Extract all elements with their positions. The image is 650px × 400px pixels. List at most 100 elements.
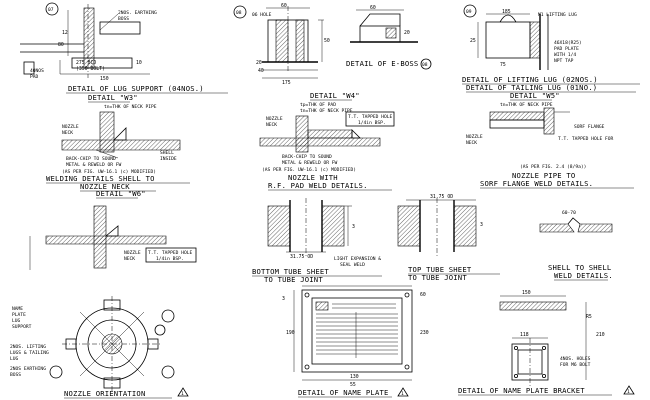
lifting-note-4: WITH 1/4: [554, 52, 576, 58]
lug-dim-8: 10: [136, 60, 142, 66]
lug-gusset: [99, 21, 141, 35]
lifting-note-2: 46X18(R25): [554, 40, 582, 46]
boss-dim-3: 175: [282, 80, 291, 86]
w3-note-3: NECK: [62, 130, 73, 136]
w3-note-7: METAL & REWELD OR FW: [66, 162, 122, 168]
lug-dim-2: 80: [58, 42, 64, 48]
bracket-note-1: 4NOS. HOLES: [560, 356, 591, 362]
name-plate-logo: [315, 301, 329, 311]
bottom-tube-wall-left: [267, 205, 291, 247]
lifting-bubble: [463, 4, 477, 18]
bottom-tube-dim-2: 3: [352, 224, 355, 230]
e-boss-detail: 60 20 DETAIL OF E-BOSS 08: [346, 5, 432, 70]
w4-note-4: NECK: [266, 122, 277, 128]
shell-shell-note: 60-70: [562, 210, 576, 216]
orientation-note-2: PLATE: [12, 312, 26, 318]
w4-note-3: NOZZLE: [266, 116, 283, 122]
bottom-tube-wall-right: [321, 205, 345, 247]
orientation-note-4: SUPPORT: [12, 324, 32, 330]
w4-tapped-hole-callout: [345, 111, 395, 127]
name-plate-rev-number: 1: [401, 391, 404, 397]
lug-dim-5: (350 BOLT): [76, 66, 105, 72]
w4-rf-pad: [307, 129, 353, 139]
boss-dim-5: 20: [256, 60, 262, 66]
w5-note-1: tn=THK OF NECK PIPE: [500, 102, 553, 108]
w3-title-1: WELDING DETAILS SHELL TO: [46, 174, 155, 183]
name-plate-dim-2: 130: [350, 374, 359, 380]
name-plate-bracket-detail: 150 118 R5 210 4NOS. HOLES FOR M6 BOLT D…: [458, 290, 635, 396]
w6-note-3: T.T. TAPPED HOLE: [148, 250, 192, 256]
lifting-lug-plate: [485, 21, 531, 59]
boss-detail: 08 06 HOLE 60 50 175 40 20: [233, 3, 330, 86]
w3-note-2: NOZZLE: [62, 124, 79, 130]
w3-note-4: SHELL: [160, 150, 174, 156]
w6-note-1: NOZZLE: [124, 250, 141, 256]
lifting-lug-detail: 09 M1 LIFTING LUG 185 25 75 46X18(R25) P…: [462, 4, 640, 93]
e-boss-dim: 60: [370, 5, 376, 11]
boss-bubble: [233, 5, 247, 19]
lug-support-plate: [83, 7, 95, 69]
bottom-tube-note-2: SEAL WELD: [340, 262, 365, 268]
w4-detail-label: DETAIL "W4": [310, 91, 360, 100]
top-tube-sheet-detail: 31.75 OD 3 TOP TUBE SHEET TO TUBE JOINT: [397, 194, 500, 282]
top-tube-title-2: TO TUBE JOINT: [408, 273, 467, 282]
name-plate-dim-6: 3: [282, 296, 285, 302]
w3-note-8: (AS PER FIG. UW-16.1 (c) MODIFIED): [62, 169, 156, 175]
bottom-tube-title-1: BOTTOM TUBE SHEET: [252, 267, 329, 276]
e-boss-title: DETAIL OF E-BOSS: [346, 59, 418, 68]
lug-dim-7: PAD: [30, 74, 39, 80]
bottom-tube-sheet-detail: 3 31.75 OD LIGHT EXPANSION & SEAL WELD B…: [252, 198, 382, 284]
weld-detail-w3: DETAIL "W3" tn=THK OF NECK PIPE NOZZLE N…: [46, 93, 190, 192]
w6-detail-label: DETAIL "W6": [96, 189, 146, 198]
lug-note-1: 2NOS. EARTHING: [118, 10, 157, 16]
w5-title-1: NOZZLE PIPE TO: [512, 171, 575, 180]
e-boss-dim-2: 20: [404, 30, 410, 36]
bottom-tube-title-2: TO TUBE JOINT: [264, 275, 323, 284]
orientation-note-6: LUGS & TAILING: [10, 350, 49, 356]
boss-dim-1: 60: [281, 3, 287, 9]
w4-note-2: tn=THK OF NECK PIPE: [300, 108, 353, 114]
w5-note-6: (AS PER FIG. 2.4 (8/9a)): [520, 164, 586, 170]
w3-title-2: NOZZLE NECK: [80, 182, 130, 191]
w4-shell: [259, 137, 381, 147]
bracket-dim-1: 150: [522, 290, 531, 296]
orientation-note-8: 2NOS EARTHING: [10, 366, 46, 372]
w4-note-6: 1/4in BSP.: [358, 120, 386, 126]
bracket-dim-2: 118: [520, 332, 529, 338]
revision-triangle: [177, 387, 189, 397]
name-plate-bracket-title: DETAIL OF NAME PLATE BRACKET: [458, 386, 585, 395]
w4-title-2: R.F. PAD WELD DETAILS.: [268, 181, 368, 190]
lifting-dim-2: 25: [470, 38, 476, 44]
boss-dim-4: 40: [258, 68, 264, 74]
w5-note-4: NECK: [466, 140, 477, 146]
bracket-rev-number: 1: [627, 389, 630, 395]
bracket-dim-4: 210: [596, 332, 605, 338]
name-plate-outline: [301, 289, 413, 373]
detail-bubble: [45, 2, 59, 16]
revision-number: 1: [181, 391, 184, 397]
w5-flange: [543, 107, 555, 135]
name-plate-dim-1: 190: [286, 330, 295, 336]
lifting-title-1: DETAIL OF LIFTING LUG (02NOS.): [462, 75, 598, 84]
boss-bubble-label: 08: [236, 10, 242, 16]
nozzle-orientation-title: NOZZLE ORIENTATION: [64, 389, 146, 398]
e-boss-bubble: [420, 58, 432, 70]
orientation-note-3: LUG: [12, 318, 21, 324]
e-boss-bubble-label: 08: [422, 62, 428, 68]
boss-hatched-wall: [275, 19, 289, 63]
top-tube-wall-left: [397, 205, 421, 247]
top-tube-dim-1: 31.75 OD: [430, 194, 453, 200]
name-plate-title: DETAIL OF NAME PLATE: [298, 388, 389, 397]
top-tube-dim-2: 3: [480, 222, 483, 228]
lifting-lug-pad: [529, 21, 541, 59]
w4-note-5: T.T. TAPPED HOLE: [348, 114, 392, 120]
lug-support-detail: 07 2NOS. EARTHING BOSS 12 80 150 275 BCD…: [20, 2, 228, 94]
boss-hatched-wall-2: [295, 19, 305, 63]
top-tube-wall-right: [453, 205, 477, 247]
shell-plate-right: [577, 223, 613, 233]
w4-note-1: tp=THK OF PAD: [300, 102, 336, 108]
w5-title-2: SORF FLANGE WELD DETAILS.: [480, 179, 593, 188]
shell-shell-title-2: WELD DETAILS.: [554, 271, 613, 280]
w3-note-6: BACK-CHIP TO SOUND: [66, 156, 116, 162]
name-plate-detail: 190 130 55 230 60 3 DETAIL OF NAME PLATE…: [282, 285, 429, 398]
